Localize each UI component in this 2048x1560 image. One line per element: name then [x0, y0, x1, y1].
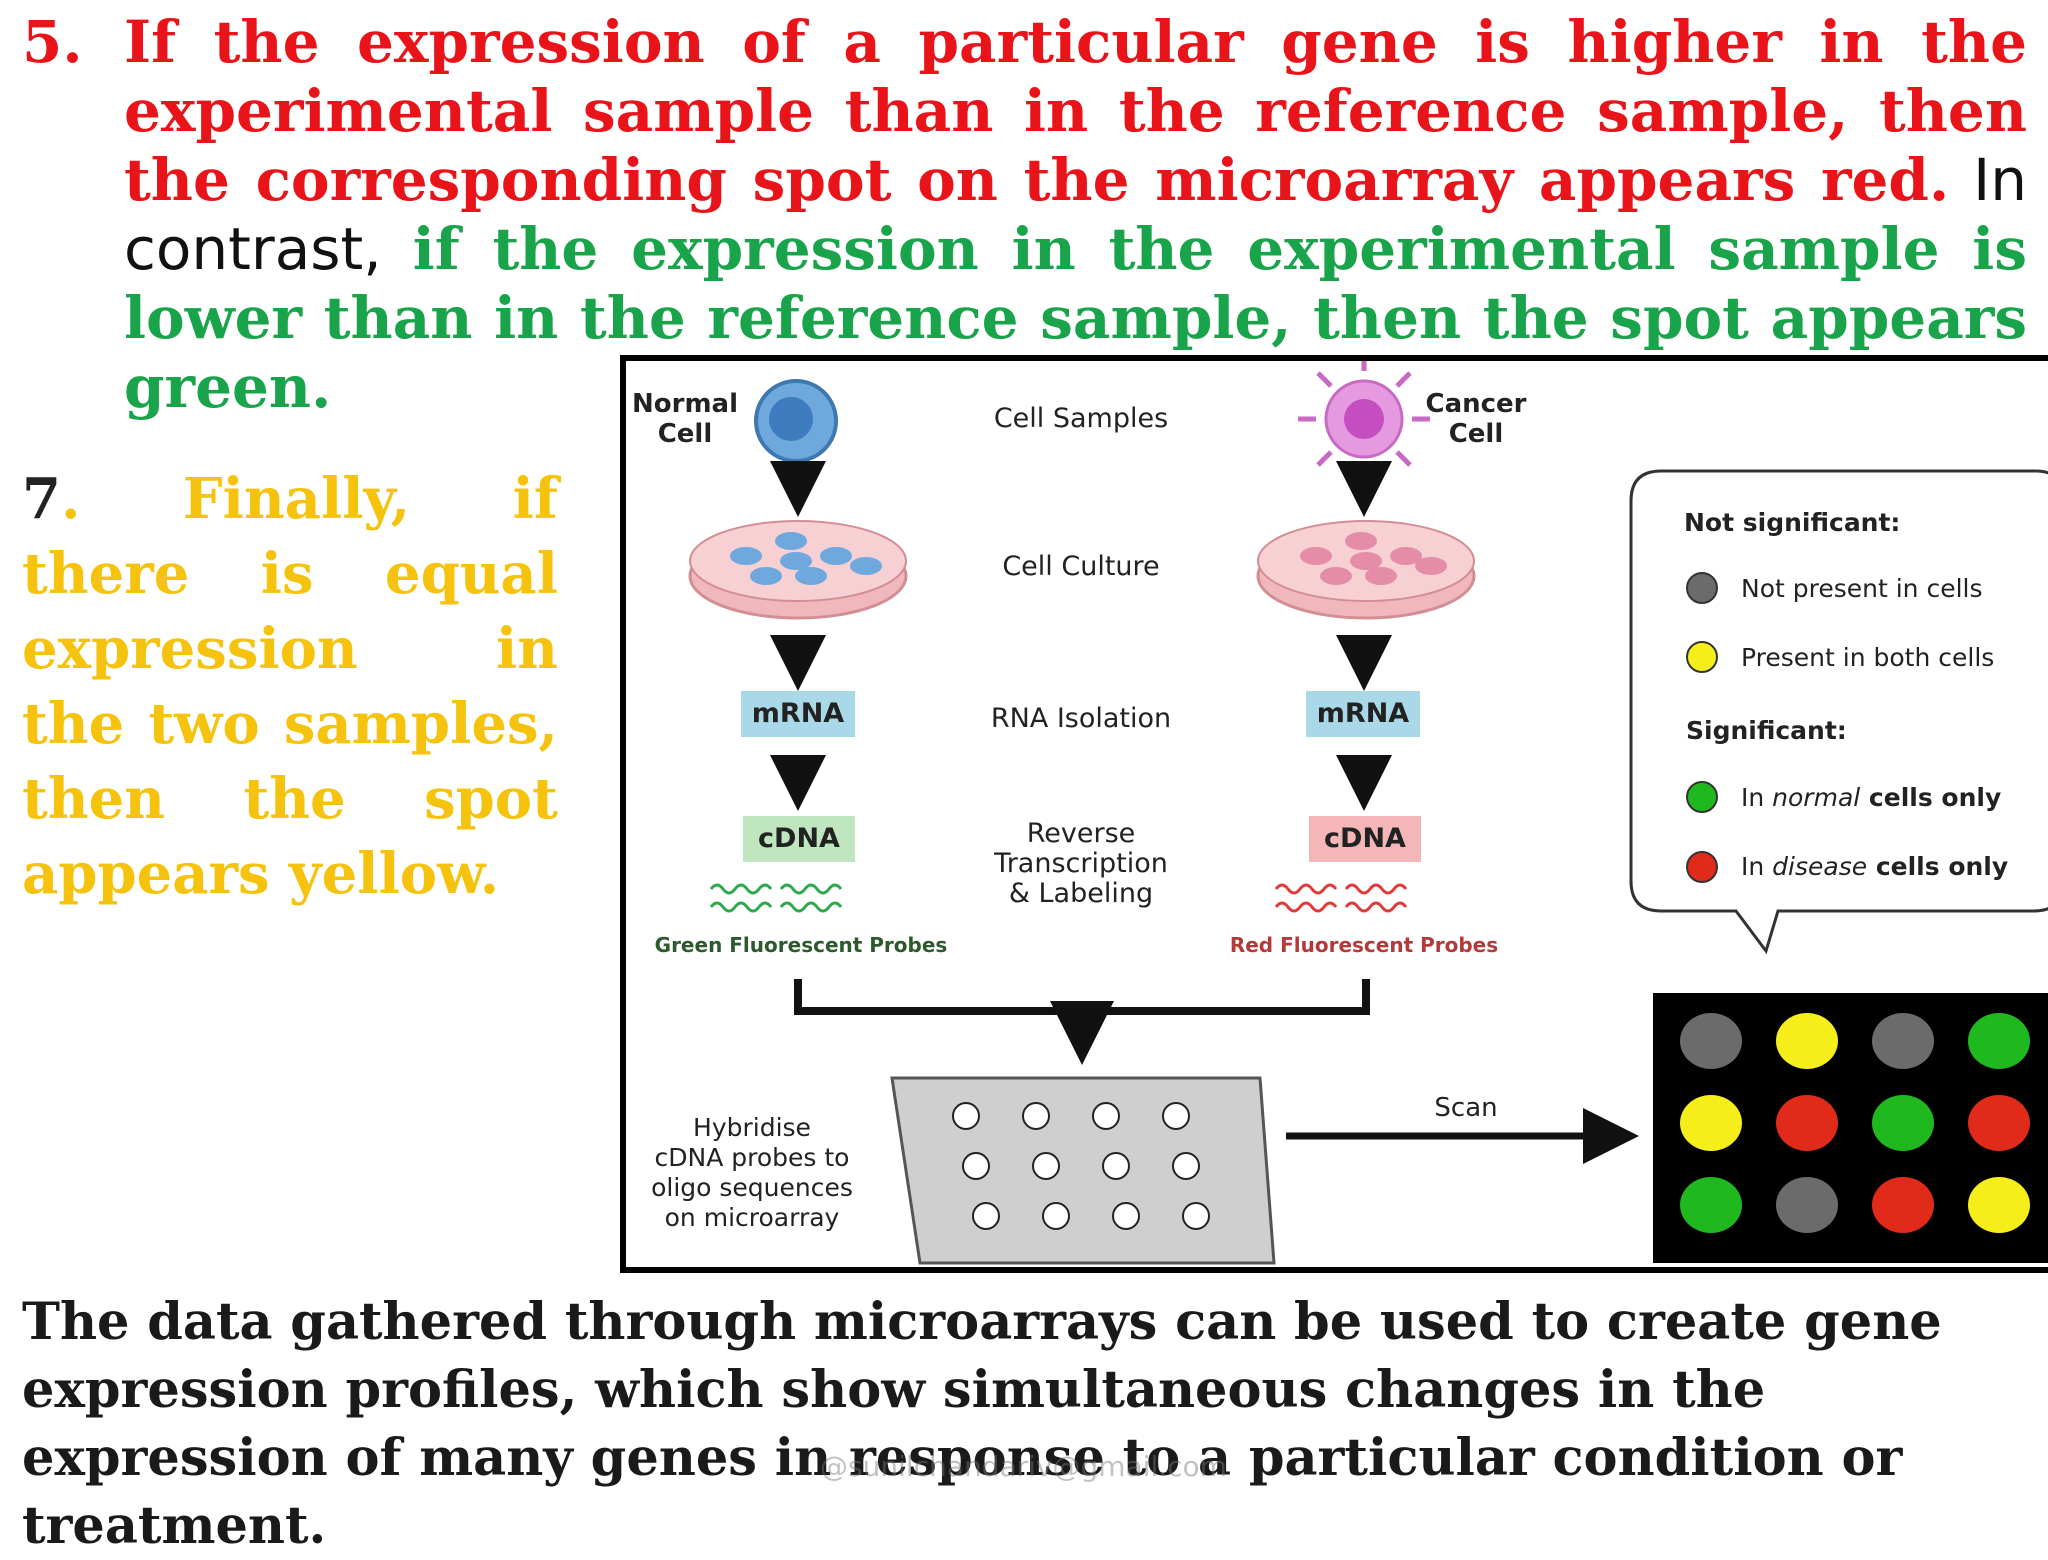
red-probe-icon	[1274, 883, 1408, 913]
legend-not-present: Not present in cells	[1741, 574, 1983, 603]
microarray-diagram: Normal Cell Cancer Cell Cell Samples Cel…	[620, 355, 2048, 1273]
legend-red-dot	[1686, 851, 1718, 883]
legend-green-dot	[1686, 781, 1718, 813]
microarray-result-panel	[1653, 993, 2048, 1263]
normal-mrna-tag: mRNA	[741, 691, 855, 737]
flow-arrows	[770, 461, 1392, 811]
legend-significant-heading: Significant:	[1686, 716, 1847, 745]
microarray-spot-green	[1968, 1013, 2030, 1069]
microarray-spot-yellow	[1776, 1013, 1838, 1069]
legend-grey-dot	[1686, 572, 1718, 604]
microarray-spot-red	[1776, 1095, 1838, 1151]
point-7-number: 7	[22, 466, 61, 532]
legend-yellow-dot	[1686, 641, 1718, 673]
normal-petri-dish-icon	[688, 520, 908, 620]
microarray-spot-yellow	[1968, 1177, 2030, 1233]
normal-cdna-tag: cDNA	[743, 816, 855, 862]
step-reverse-transcription: Reverse Transcription & Labeling	[994, 818, 1168, 909]
cancer-mrna-tag: mRNA	[1306, 691, 1420, 737]
point-7: 7. Finally, if there is equal expression…	[22, 462, 558, 912]
bottom-paragraph: The data gathered through microarrays ca…	[22, 1292, 1942, 1556]
microarray-spot-grey	[1776, 1177, 1838, 1233]
point-5-number: 5.	[22, 8, 83, 76]
cancer-cell-label: Cancer Cell	[1425, 389, 1527, 449]
green-probe-icon	[709, 883, 843, 913]
microarray-spot-red	[1968, 1095, 2030, 1151]
legend-present-both: Present in both cells	[1741, 643, 1995, 672]
legend-normal-only: In normal cells only	[1741, 783, 2002, 812]
microarray-spot-yellow	[1680, 1095, 1742, 1151]
step-rna-isolation: RNA Isolation	[990, 703, 1172, 734]
legend-not-significant-heading: Not significant:	[1684, 508, 1901, 537]
watermark: @sunilchandariv@gmail.com	[820, 1450, 1227, 1483]
red-probes-label: Red Fluorescent Probes	[1229, 933, 1499, 957]
cancer-cdna-tag: cDNA	[1309, 816, 1421, 862]
merge-bracket	[794, 979, 1370, 1065]
microarray-slide	[890, 1076, 1276, 1265]
microarray-spot-grey	[1680, 1013, 1742, 1069]
hybridise-label: Hybridise cDNA probes to oligo sequences…	[651, 1113, 853, 1232]
point-5-green-text: if the expression in the experimental sa…	[124, 215, 2027, 421]
legend-disease-only: In disease cells only	[1741, 852, 2009, 881]
point-7-text: . Finally, if there is equal expression …	[22, 466, 558, 907]
microarray-spot-grey	[1872, 1013, 1934, 1069]
point-5: 5. If the expression of a particular gen…	[22, 8, 2027, 422]
step-cell-samples: Cell Samples	[993, 403, 1169, 434]
cancer-petri-dish-icon	[1256, 520, 1476, 620]
legend-bubble	[1629, 469, 2048, 955]
point-5-body: If the expression of a particular gene i…	[124, 8, 2027, 422]
point-5-red-text: If the expression of a particular gene i…	[124, 8, 2027, 214]
normal-cell-icon	[754, 379, 838, 463]
microarray-spot-green	[1680, 1177, 1742, 1233]
microarray-spot-red	[1872, 1177, 1934, 1233]
point-5-contrast: In contrast,	[124, 146, 2027, 283]
cancer-cell-icon	[1298, 361, 1430, 467]
diagram-graphics	[688, 361, 2048, 1265]
microarray-spot-green	[1872, 1095, 1934, 1151]
green-probes-label: Green Fluorescent Probes	[654, 933, 948, 957]
scan-label: Scan	[1434, 1093, 1498, 1123]
step-cell-culture: Cell Culture	[1002, 551, 1160, 582]
normal-cell-label: Normal Cell	[632, 389, 738, 449]
